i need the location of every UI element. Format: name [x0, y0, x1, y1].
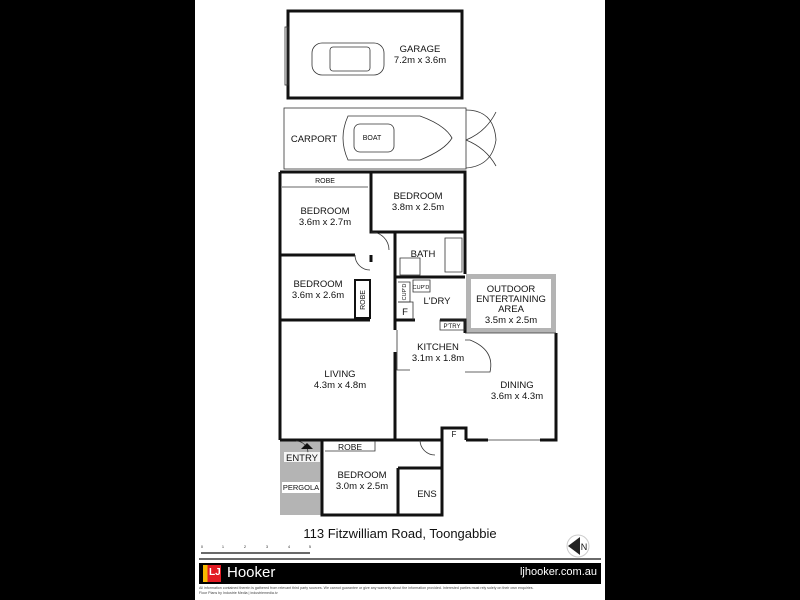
- bedroom1-size: 3.6m x 2.7m: [299, 217, 351, 228]
- svg-text:N: N: [581, 542, 588, 552]
- living-label: LIVING: [324, 369, 355, 380]
- boat-label: BOAT: [363, 135, 382, 142]
- svg-text:3: 3: [266, 545, 268, 549]
- fridge2-label: F: [452, 430, 457, 439]
- pergola-label: PERGOLA: [283, 483, 319, 492]
- brand-url[interactable]: ljhooker.com.au: [519, 566, 597, 578]
- outdoor-size: 3.5m x 2.5m: [485, 315, 537, 326]
- robe-bottom-label: ROBE: [338, 442, 362, 452]
- ensuite-label: ENS: [417, 489, 437, 500]
- cupd1-label: CUP'D: [402, 284, 408, 301]
- disclaimer: All information contained therein is gat…: [199, 586, 601, 596]
- svg-text:4: 4: [288, 545, 290, 549]
- brand-bar: LJ Hooker ljhooker.com.au: [199, 563, 601, 584]
- dining-label: DINING: [500, 380, 533, 391]
- bath-label: BATH: [411, 249, 436, 260]
- property-address: 113 Fitzwilliam Road, Toongabbie: [303, 526, 497, 541]
- svg-text:1: 1: [222, 545, 224, 549]
- living-size: 4.3m x 4.8m: [314, 380, 366, 391]
- pantry-label: P'TRY: [443, 324, 460, 330]
- bedroom3-size: 3.6m x 2.6m: [292, 290, 344, 301]
- svg-text:5: 5: [309, 545, 311, 549]
- bedroom2-size: 3.8m x 2.5m: [392, 202, 444, 213]
- kitchen-label: KITCHEN: [417, 342, 459, 353]
- kitchen-size: 3.1m x 1.8m: [412, 353, 464, 364]
- credit-line: Floor Plans by Industrie Media | industr…: [199, 591, 278, 595]
- outdoor-label-2: ENTERTAINING: [476, 294, 546, 305]
- carport: CARPORT BOAT: [283, 107, 497, 170]
- garage-size: 7.2m x 3.6m: [394, 55, 446, 66]
- svg-text:2: 2: [244, 545, 246, 549]
- svg-text:0: 0: [201, 545, 203, 549]
- laundry-label: L'DRY: [424, 296, 452, 307]
- robe-label: ROBE: [315, 178, 335, 185]
- bedroom4-label: BEDROOM: [337, 470, 386, 481]
- bedroom3-label: BEDROOM: [293, 279, 342, 290]
- fridge-label: F: [402, 307, 408, 318]
- north-compass-icon: N: [566, 534, 590, 558]
- bedroom4-size: 3.0m x 2.5m: [336, 481, 388, 492]
- outdoor-label-1: OUTDOOR: [487, 284, 536, 295]
- scale-bar: 0 1 2 3 4 5: [201, 545, 311, 554]
- boat-icon: [342, 115, 453, 161]
- lj-hooker-logo: LJ: [203, 565, 221, 582]
- entry-arrow-icon: [301, 443, 313, 449]
- house-walls: [278, 170, 558, 517]
- garage: GARAGE 7.2m x 3.6m: [284, 9, 464, 100]
- garage-label: GARAGE: [400, 44, 441, 55]
- carport-label: CARPORT: [291, 134, 337, 145]
- entry-label: ENTRY: [286, 453, 319, 464]
- outdoor-area-inner: [471, 279, 551, 328]
- car-icon: [311, 42, 385, 76]
- brand-name: Hooker: [227, 564, 276, 581]
- outdoor-label-3: AREA: [498, 304, 525, 315]
- dining-size: 3.6m x 4.3m: [491, 391, 543, 402]
- disclaimer-line: All information contained therein is gat…: [199, 586, 534, 590]
- bedroom2-label: BEDROOM: [393, 191, 442, 202]
- robe-side-label: ROBE: [360, 290, 367, 310]
- cupd2-label: CUP'D: [413, 285, 430, 291]
- bedroom1-label: BEDROOM: [300, 206, 349, 217]
